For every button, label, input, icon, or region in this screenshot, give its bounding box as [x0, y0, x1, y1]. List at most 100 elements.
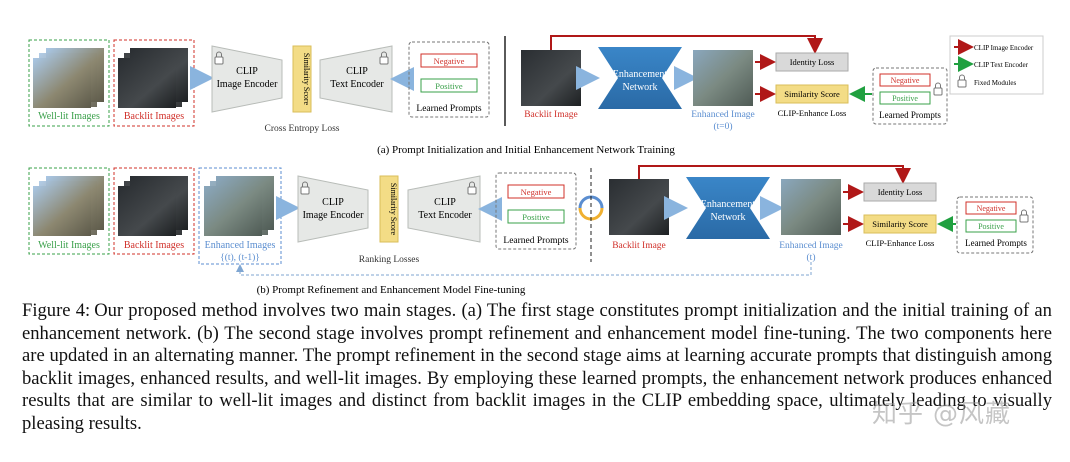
- learned-prompts-box-rb: [956, 196, 1034, 254]
- image-encoder-line1: CLIP: [236, 66, 258, 77]
- backlit-to-identity-arrow: [550, 35, 823, 54]
- text-encoder-b-line1: CLIP: [434, 197, 456, 208]
- backlit-label: Backlit Images: [124, 111, 184, 122]
- clip-enhance-loss: CLIP-Enhance Loss: [778, 108, 847, 118]
- positive-prompt-rb: [965, 219, 1017, 233]
- positive-prompt-b: [507, 209, 565, 224]
- positive-label-r: Positive: [892, 94, 918, 103]
- image-encoder-shape-b: [297, 175, 369, 243]
- legend-fixed-modules: Fixed Modules: [974, 79, 1016, 87]
- enhanced-label-b: Enhanced Images: [205, 240, 276, 251]
- lock-icon: [933, 82, 943, 96]
- negative-label-rb: Negative: [977, 204, 1006, 213]
- learned-prompts-box-b: [495, 172, 577, 250]
- text-encoder-line1: CLIP: [346, 66, 368, 77]
- image-encoder-shape: [211, 45, 283, 113]
- stage-a-caption: (a) Prompt Initialization and Initial En…: [377, 144, 675, 156]
- enhancement-network-shape: [598, 47, 682, 109]
- network-line1: Enhancement: [613, 69, 668, 80]
- well-lit-image: [33, 58, 91, 108]
- positive-label: Positive: [435, 81, 463, 91]
- similarity-score-block-b: [379, 175, 399, 243]
- backlit-label-b: Backlit Images: [124, 240, 184, 251]
- identity-loss-label: Identity Loss: [790, 57, 835, 67]
- stage-b: Well-lit Images Backlit Images Enhanced …: [28, 165, 1034, 296]
- well-lit-image-b: [33, 186, 91, 236]
- learned-prompts-label: Learned Prompts: [416, 104, 481, 114]
- similarity-label: Similarity Score: [302, 53, 311, 106]
- figure-caption: Figure 4:Our proposed method involves tw…: [22, 300, 1052, 436]
- positive-label-rb: Positive: [978, 222, 1004, 231]
- backlit-image-b: [118, 186, 176, 236]
- similarity-score-block: [292, 45, 312, 113]
- enhanced-image-label-b: Enhanced Image: [779, 241, 843, 251]
- positive-prompt: [420, 78, 478, 93]
- image-encoder-line2: Image Encoder: [217, 79, 278, 90]
- enhanced-image-sub: (t=0): [713, 121, 732, 132]
- positive-label-b: Positive: [522, 212, 550, 222]
- feedback-arrow: [236, 262, 812, 276]
- learned-prompts-box-r: [872, 67, 948, 125]
- lock-icon: [1019, 209, 1029, 223]
- stage-b-caption: (b) Prompt Refinement and Enhancement Mo…: [257, 284, 526, 296]
- ranking-losses: Ranking Losses: [359, 255, 420, 265]
- clip-enhance-loss-b: CLIP-Enhance Loss: [866, 238, 935, 248]
- backlit-image-label-b: Backlit Image: [612, 241, 666, 251]
- alternating-cycle-icon: [578, 195, 604, 221]
- text-encoder-line2: Text Encoder: [330, 79, 384, 90]
- legend-image-encoder: CLIP Image Encoder: [974, 44, 1034, 52]
- backlit-box-b: [113, 167, 195, 255]
- legend-text-encoder: CLIP Text Encoder: [974, 61, 1029, 69]
- text-encoder-b-line2: Text Encoder: [418, 210, 472, 221]
- learned-prompts-label-b: Learned Prompts: [503, 236, 568, 246]
- negative-prompt-r: [879, 73, 931, 87]
- method-diagram: Well-lit Images Backlit Images CLIP Imag…: [28, 35, 1044, 296]
- negative-label-r: Negative: [891, 76, 920, 85]
- identity-loss-box-b: [863, 182, 937, 202]
- similarity-score-box-b: [863, 214, 937, 234]
- identity-loss-label-b: Identity Loss: [878, 187, 923, 197]
- negative-prompt-rb: [965, 201, 1017, 215]
- negative-label-b: Negative: [521, 187, 552, 197]
- text-encoder-shape-b: [407, 175, 481, 243]
- similarity-score-box: [775, 84, 849, 104]
- enhanced-image-sub-b: (t): [807, 252, 816, 263]
- learned-prompts-label-rb: Learned Prompts: [965, 238, 1027, 248]
- negative-label: Negative: [434, 56, 465, 66]
- identity-loss-box: [775, 52, 849, 72]
- backlit-image-label: Backlit Image: [524, 110, 578, 120]
- cross-entropy-loss: Cross Entropy Loss: [265, 124, 340, 134]
- learned-prompts-box: [408, 41, 490, 118]
- similarity-score-label: Similarity Score: [784, 89, 840, 99]
- well-lit-label: Well-lit Images: [38, 111, 100, 122]
- text-encoder-shape: [319, 45, 393, 113]
- stage-a: Well-lit Images Backlit Images CLIP Imag…: [28, 35, 948, 156]
- similarity-score-label-b: Similarity Score: [872, 219, 928, 229]
- well-lit-label-b: Well-lit Images: [38, 240, 100, 251]
- enhancement-network-shape-b: [686, 177, 770, 239]
- enhanced-image: [693, 50, 753, 106]
- watermark: 知乎 @风藏: [872, 399, 1011, 428]
- image-encoder-b-line2: Image Encoder: [303, 210, 364, 221]
- backlit-to-identity-arrow-b: [638, 165, 911, 184]
- learned-prompts-label-r: Learned Prompts: [879, 110, 941, 120]
- network-line2: Network: [623, 82, 658, 93]
- positive-prompt-r: [879, 91, 931, 105]
- caption-text: Our proposed method involves two main st…: [22, 300, 1052, 434]
- enhanced-image-b: [204, 186, 262, 236]
- enhanced-image-b2: [781, 179, 841, 235]
- enhanced-sub-b: {(t), (t-1)}: [220, 252, 260, 263]
- network-b-line2: Network: [711, 212, 746, 223]
- network-b-line1: Enhancement: [701, 199, 756, 210]
- negative-prompt-b: [507, 184, 565, 199]
- backlit-input-image-b: [609, 179, 669, 235]
- enhanced-image-label: Enhanced Image: [691, 110, 755, 120]
- well-lit-box-b: [28, 167, 110, 255]
- legend: CLIP Image Encoder CLIP Text Encoder Fix…: [949, 35, 1044, 95]
- similarity-label-b: Similarity Score: [389, 183, 398, 236]
- negative-prompt: [420, 53, 478, 68]
- backlit-image: [118, 58, 176, 108]
- well-lit-box: [28, 39, 110, 127]
- figure-label: Figure 4:: [22, 300, 91, 321]
- backlit-input-image: [521, 50, 581, 106]
